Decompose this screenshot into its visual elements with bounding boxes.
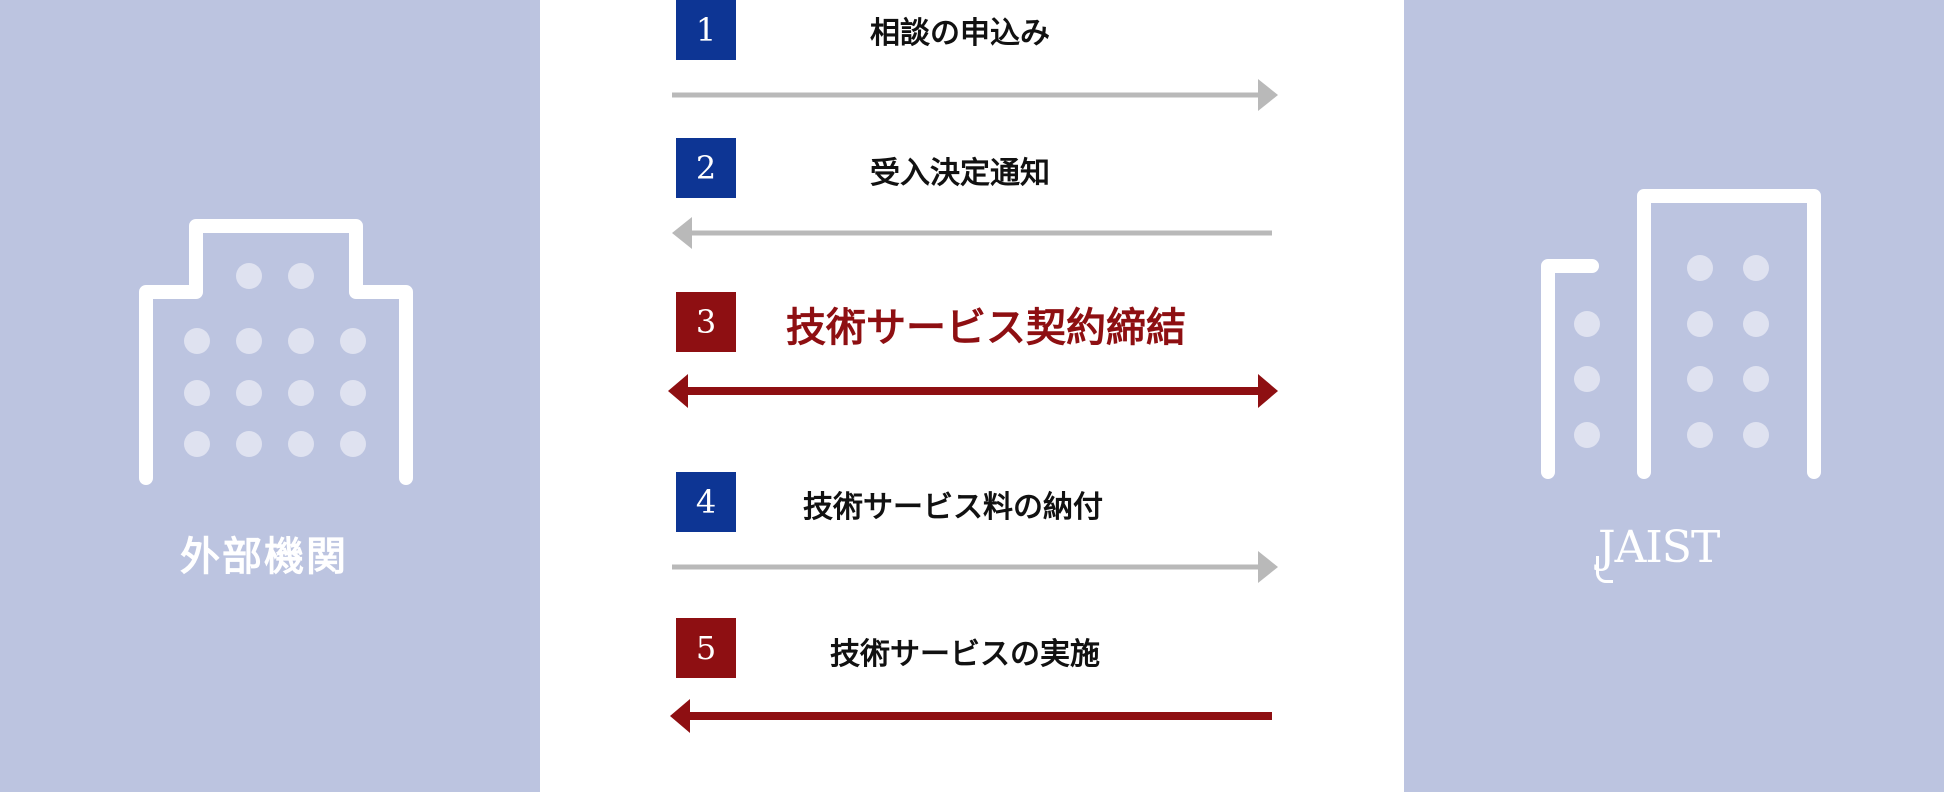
jaist-logo: JAIST <box>1596 522 1720 583</box>
university-building-icon <box>1541 189 1821 479</box>
step-1-number: 1 <box>695 11 717 49</box>
step-2-badge: 2 <box>676 138 736 198</box>
step-5-label: 技術サービスの実施 <box>830 637 1100 672</box>
jaist-panel <box>1404 0 1944 792</box>
step-5-arrow <box>670 699 1272 733</box>
step-5-number: 5 <box>695 629 717 667</box>
step-4-number: 4 <box>695 483 717 521</box>
office-building-icon <box>139 219 413 485</box>
step-3-label: 技術サービス契約締結 <box>786 305 1186 351</box>
step-2-number: 2 <box>695 149 717 187</box>
step-4-arrow <box>672 551 1278 583</box>
step-3-number: 3 <box>695 303 717 341</box>
step-2-label: 受入決定通知 <box>870 156 1050 191</box>
step-2-arrow <box>672 217 1272 249</box>
step-3-arrow <box>668 374 1278 408</box>
step-4-badge: 4 <box>676 472 736 532</box>
step-4-label: 技術サービス料の納付 <box>803 490 1103 525</box>
step-5-badge: 5 <box>676 618 736 678</box>
external-organization-panel <box>0 0 540 792</box>
step-3-badge: 3 <box>676 292 736 352</box>
step-1-arrow <box>672 79 1278 111</box>
external-organization-label: 外部機関 <box>180 534 348 580</box>
step-1-label: 相談の申込み <box>870 16 1050 51</box>
step-1-badge: 1 <box>676 0 736 60</box>
